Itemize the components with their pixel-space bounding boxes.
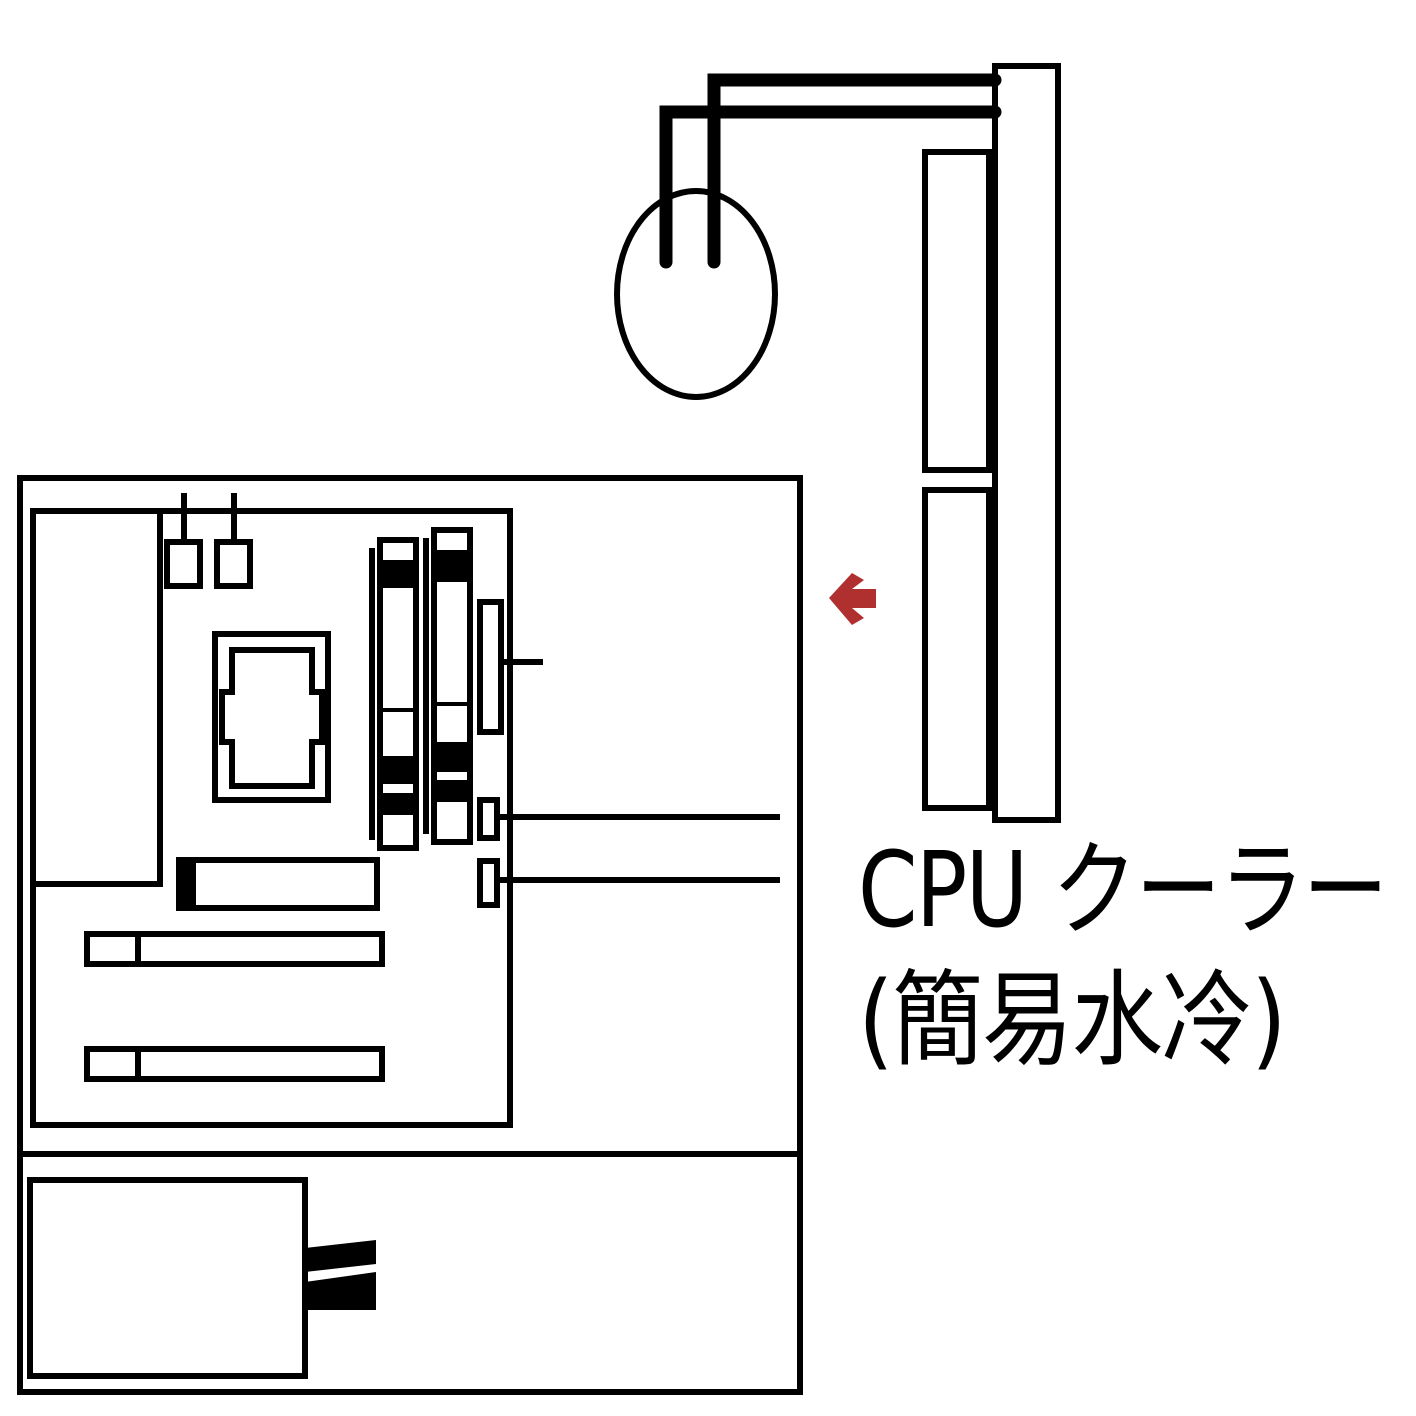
pcie-slot-1 bbox=[84, 931, 385, 967]
cooler-label-line2: (簡易水冷) bbox=[858, 959, 1287, 1081]
cpu-socket-inner bbox=[219, 647, 325, 789]
power-supply bbox=[27, 1177, 308, 1379]
cooler-label-line1: CPU クーラー bbox=[858, 829, 1388, 951]
radiator-fan-top bbox=[922, 149, 992, 473]
pc-case bbox=[17, 475, 803, 1395]
cpu-socket bbox=[212, 631, 331, 803]
radiator-fan-bottom bbox=[922, 487, 992, 811]
header-right bbox=[214, 539, 253, 589]
atx-24pin-connector bbox=[477, 599, 504, 735]
motherboard bbox=[30, 508, 513, 1128]
psu-cable-1 bbox=[305, 1240, 376, 1272]
ram-slot-2 bbox=[431, 527, 473, 845]
tube-inner bbox=[659, 105, 1002, 269]
header-left bbox=[164, 539, 203, 589]
pcie-slot-2 bbox=[84, 1046, 385, 1082]
radiator bbox=[992, 63, 1061, 823]
tube-outer bbox=[707, 73, 1002, 269]
sata-header-2 bbox=[477, 858, 500, 908]
ram-slot-1 bbox=[377, 537, 419, 851]
psu-cable-2 bbox=[305, 1272, 376, 1310]
sata-header-1 bbox=[477, 797, 500, 841]
io-panel bbox=[33, 511, 163, 887]
m2-slot bbox=[176, 857, 380, 911]
pump-head bbox=[614, 188, 778, 400]
arrow-left-icon bbox=[829, 573, 876, 625]
